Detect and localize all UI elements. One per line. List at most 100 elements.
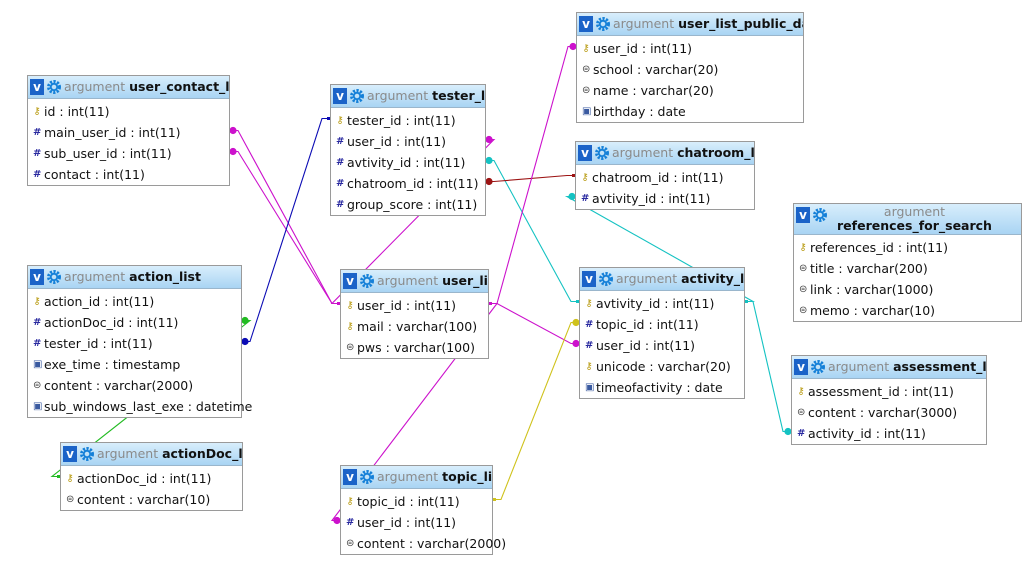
- field-row[interactable]: #actionDoc_id : int(11): [28, 311, 241, 332]
- relation-line[interactable]: [489, 302, 579, 345]
- field-row[interactable]: #topic_id : int(11): [580, 313, 744, 334]
- field-row[interactable]: #user_id : int(11): [341, 511, 492, 532]
- field-row[interactable]: #avtivity_id : int(11): [331, 151, 485, 172]
- field-row[interactable]: ▣birthday : date: [577, 100, 803, 121]
- field-row[interactable]: ⚷references_id : int(11): [794, 236, 1021, 257]
- field-row[interactable]: ⊜school : varchar(20): [577, 58, 803, 79]
- field-row[interactable]: ⚷chatroom_id : int(11): [576, 166, 754, 187]
- field-row[interactable]: ⊜link : varchar(1000): [794, 278, 1021, 299]
- field-row[interactable]: ▣sub_windows_last_exe : datetime: [28, 395, 252, 416]
- gear-icon[interactable]: [595, 16, 611, 32]
- relation-line[interactable]: [230, 150, 340, 305]
- field-row[interactable]: ⚷tester_id : int(11): [331, 109, 485, 130]
- field-row[interactable]: ⊜memo : varchar(10): [794, 299, 1021, 320]
- field-row[interactable]: ▣timeofactivity : date: [580, 376, 744, 397]
- field-row[interactable]: ⊜content : varchar(3000): [792, 401, 986, 422]
- gear-icon[interactable]: [598, 271, 614, 287]
- field-row[interactable]: #user_id : int(11): [331, 130, 485, 151]
- gear-icon[interactable]: [359, 273, 375, 289]
- field-row[interactable]: ⚷mail : varchar(100): [341, 315, 488, 336]
- relation-line[interactable]: [486, 174, 575, 183]
- field-row[interactable]: #group_score : int(11): [331, 193, 485, 214]
- field-row[interactable]: #sub_user_id : int(11): [28, 142, 229, 163]
- collapse-toggle-icon[interactable]: v: [582, 271, 596, 287]
- field-row[interactable]: ⚷id : int(11): [28, 100, 229, 121]
- field-row[interactable]: ⚷action_id : int(11): [28, 290, 241, 311]
- table-title: argument activity_list: [616, 271, 744, 287]
- table-tester-list[interactable]: v argument tester_list ⚷tester_id : int(11…: [330, 84, 486, 216]
- field-row[interactable]: #contact : int(11): [28, 163, 229, 184]
- relation-line[interactable]: [230, 129, 340, 305]
- field-row[interactable]: #avtivity_id : int(11): [576, 187, 754, 208]
- collapse-toggle-icon[interactable]: v: [333, 88, 347, 104]
- collapse-toggle-icon[interactable]: v: [794, 359, 808, 375]
- field-row[interactable]: #activity_id : int(11): [792, 422, 986, 443]
- field-row[interactable]: #tester_id : int(11): [28, 332, 241, 353]
- field-row[interactable]: ⚷avtivity_id : int(11): [580, 292, 744, 313]
- field-row[interactable]: ⚷unicode : varchar(20): [580, 355, 744, 376]
- field-row[interactable]: ⚷actionDoc_id : int(11): [61, 467, 242, 488]
- field-row[interactable]: ⊜content : varchar(2000): [28, 374, 241, 395]
- field-row[interactable]: #chatroom_id : int(11): [331, 172, 485, 193]
- table-title: argument tester_list: [367, 88, 485, 104]
- gear-icon[interactable]: [359, 469, 375, 485]
- field-row[interactable]: #main_user_id : int(11): [28, 121, 229, 142]
- collapse-toggle-icon[interactable]: v: [578, 145, 592, 161]
- field-row[interactable]: ⊜content : varchar(2000): [341, 532, 506, 553]
- relation-line[interactable]: [745, 300, 791, 433]
- field-label: avtivity_id : int(11): [592, 191, 711, 206]
- field-label: content : varchar(2000): [357, 536, 507, 551]
- field-row[interactable]: ▣exe_time : timestamp: [28, 353, 241, 374]
- collapse-toggle-icon[interactable]: v: [343, 273, 357, 289]
- collapse-toggle-icon[interactable]: v: [30, 79, 44, 95]
- table-header[interactable]: v argument tester_list: [331, 85, 485, 108]
- gear-icon[interactable]: [812, 207, 828, 223]
- collapse-toggle-icon[interactable]: v: [63, 446, 77, 462]
- field-row[interactable]: ⚷topic_id : int(11): [341, 490, 492, 511]
- number-icon: #: [797, 428, 806, 439]
- collapse-toggle-icon[interactable]: v: [579, 16, 593, 32]
- gear-icon[interactable]: [594, 145, 610, 161]
- gear-icon[interactable]: [810, 359, 826, 375]
- field-row[interactable]: ⚷assessment_id : int(11): [792, 380, 986, 401]
- field-row[interactable]: ⊜pws : varchar(100): [341, 336, 488, 357]
- gear-icon[interactable]: [79, 446, 95, 462]
- collapse-toggle-icon[interactable]: v: [343, 469, 357, 485]
- field-row[interactable]: #user_id : int(11): [580, 334, 744, 355]
- field-row[interactable]: ⚷user_id : int(11): [341, 294, 488, 315]
- field-row[interactable]: ⊜content : varchar(10): [61, 488, 242, 509]
- relation-line[interactable]: [493, 321, 579, 501]
- table-header[interactable]: v argument activity_list: [580, 268, 744, 291]
- field-row[interactable]: ⊜name : varchar(20): [577, 79, 803, 100]
- table-activity-list[interactable]: v argument activity_list ⚷avtivity_id : in…: [579, 267, 745, 399]
- field-row[interactable]: ⚷user_id : int(11): [577, 37, 803, 58]
- gear-icon[interactable]: [349, 88, 365, 104]
- collapse-toggle-icon[interactable]: v: [796, 207, 810, 223]
- relation-line[interactable]: [489, 45, 576, 305]
- relation-line[interactable]: [486, 159, 579, 303]
- field-row[interactable]: ⊜title : varchar(200): [794, 257, 1021, 278]
- collapse-toggle-icon[interactable]: v: [30, 269, 44, 285]
- gear-icon[interactable]: [46, 79, 62, 95]
- field-label: chatroom_id : int(11): [592, 170, 724, 185]
- gear-icon[interactable]: [46, 269, 62, 285]
- relation-line[interactable]: [242, 117, 330, 343]
